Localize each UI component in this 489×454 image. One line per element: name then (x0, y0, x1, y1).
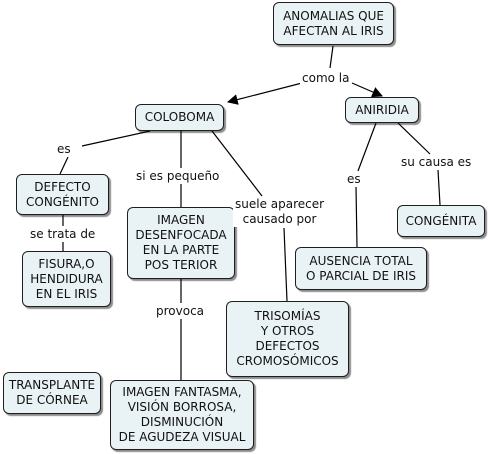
node-defecto-congenito[interactable]: DEFECTO CONGÉNITO (16, 174, 109, 215)
link-label-se-trata-de: se trata de (28, 227, 98, 242)
node-ausencia-total[interactable]: AUSENCIA TOTAL O PARCIAL DE IRIS (295, 247, 427, 290)
link-label-suele-aparecer: suele aparecer causado por (233, 197, 327, 227)
node-coloboma[interactable]: COLOBOMA (135, 104, 224, 131)
line-aniridia-to-su-causa-es (397, 122, 431, 155)
node-transplante-de-cornea[interactable]: TRANSPLANTE DE CÓRNEA (3, 372, 101, 414)
link-label-provoca: provoca (154, 304, 207, 319)
node-anomalias-que-afectan-al-iris[interactable]: ANOMALIAS QUE AFECTAN AL IRIS (273, 2, 394, 45)
line-anomalias-to-como-la (329, 45, 334, 69)
line-es-to-ausencia (355, 186, 358, 248)
link-label-es-coloboma: es (55, 142, 73, 157)
node-imagen-desenfocada[interactable]: IMAGEN DESENFOCADA EN LA PARTE POS TERIO… (127, 207, 235, 279)
arrow-to-coloboma (226, 82, 303, 105)
link-label-si-es-pequeno: si es pequeño (134, 169, 222, 184)
node-trisomias[interactable]: TRISOMÍAS Y OTROS DEFECTOS CROMOSÓMICOS (226, 301, 349, 377)
line-aniridia-to-es (357, 122, 377, 172)
line-su-causa-es-to-congenita (437, 169, 441, 206)
node-imagen-fantasma[interactable]: IMAGEN FANTASMA, VISIÓN BORROSA, DISMINU… (110, 380, 254, 450)
link-label-su-causa-es: su causa es (399, 155, 474, 170)
link-label-es-aniridia: es (345, 172, 363, 187)
node-aniridia[interactable]: ANIRIDIA (345, 97, 419, 123)
line-coloboma-to-es (81, 130, 151, 147)
line-es-to-defecto (59, 156, 69, 175)
node-congenita[interactable]: CONGÉNITA (397, 205, 485, 237)
line-suele-aparecer-to-trisomias (283, 227, 288, 302)
link-label-como-la: como la (300, 71, 352, 86)
node-fisura-hendidura[interactable]: FISURA,O HENDIDURA EN EL IRIS (22, 251, 111, 307)
arrow-to-aniridia (351, 82, 383, 98)
line-coloboma-to-suele-aparecer (211, 130, 263, 197)
